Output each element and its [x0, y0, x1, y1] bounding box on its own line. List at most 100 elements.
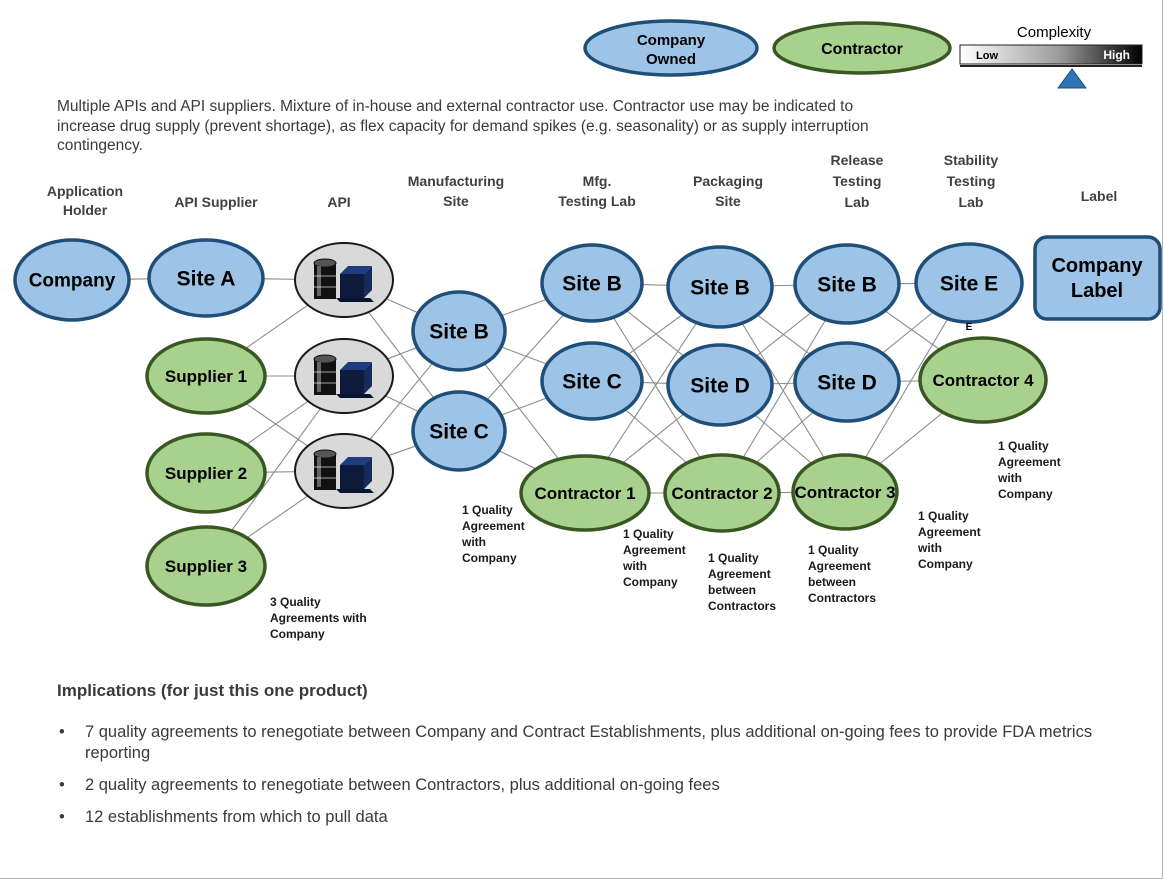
node-shape — [1033, 235, 1162, 321]
node-contractor-2: Contractor 2 — [663, 453, 781, 533]
quality-note: with — [917, 541, 942, 555]
node-api-1 — [294, 242, 394, 318]
drum-body — [314, 359, 336, 395]
box-top — [340, 266, 372, 274]
implication-item: •7 quality agreements to renegotiate bet… — [57, 722, 1117, 764]
quality-note: Agreement — [462, 519, 525, 533]
box-front — [340, 465, 364, 489]
column-header: Label — [1081, 188, 1118, 204]
quality-note: Agreement — [998, 455, 1061, 469]
node-label: Supplier 2 — [165, 464, 247, 483]
node-label: Site B — [562, 272, 622, 295]
node-label: Contractor 2 — [671, 484, 772, 503]
node-label: Supplier 1 — [165, 367, 247, 386]
node-label: Site D — [817, 371, 877, 394]
column-header: API Supplier — [174, 194, 258, 210]
node-company: Company — [13, 238, 131, 322]
quality-note: between — [808, 575, 856, 589]
node-shape — [13, 238, 131, 322]
node-contractor-3: Contractor 3 — [791, 453, 899, 531]
quality-note: Company — [270, 627, 325, 641]
column-header: Manufacturing — [408, 173, 504, 189]
node-rel-site-b: Site B — [793, 243, 901, 325]
column-header: Site — [443, 193, 469, 209]
implication-item: •2 quality agreements to renegotiate bet… — [57, 775, 1117, 796]
node-supplier-1: Supplier 1 — [145, 337, 267, 415]
column-header: Testing — [833, 173, 882, 189]
drum-and-box-icon — [313, 354, 374, 398]
node-supplier-2: Supplier 2 — [145, 432, 267, 514]
description-text: Multiple APIs and API suppliers. Mixture… — [57, 98, 869, 154]
box-base — [336, 298, 374, 302]
column-header: Lab — [845, 194, 870, 210]
column-header: Site — [715, 193, 741, 209]
column-header: Testing Lab — [558, 193, 636, 209]
quality-note: Contractors — [708, 599, 776, 613]
quality-note: between — [708, 583, 756, 597]
box-side — [364, 457, 372, 489]
quality-note: 1 Quality — [808, 543, 859, 557]
complexity-bar — [959, 44, 1143, 65]
node-shape — [145, 525, 267, 607]
drum-and-box-icon — [313, 258, 374, 302]
complexity-title: Complexity — [1017, 24, 1092, 41]
legend-contractor — [772, 21, 952, 75]
quality-note: Company — [462, 551, 517, 565]
node-label: Site B — [690, 276, 750, 299]
column-header: Application — [47, 183, 123, 199]
node-label: Site E — [940, 272, 998, 295]
node-site-a: Site A — [147, 238, 265, 318]
quality-note: 1 Quality — [918, 509, 969, 523]
bullet-dot: • — [59, 723, 65, 741]
node-shape — [411, 390, 507, 472]
node-mfg-site-b: Site B — [411, 290, 507, 372]
node-shape — [666, 343, 774, 427]
node-shape — [145, 432, 267, 514]
quality-note: Agreement — [623, 543, 686, 557]
quality-note: Agreement — [918, 525, 981, 539]
node-pkg-site-d: Site D — [666, 343, 774, 427]
drum-top — [313, 258, 337, 268]
implications-title: Implications (for just this one product) — [57, 681, 368, 700]
node-label: Contractor 1 — [534, 484, 635, 503]
quality-note: 3 Quality — [270, 595, 321, 609]
quality-note: 1 Quality — [462, 503, 513, 517]
node-shape — [147, 238, 265, 318]
box-side — [364, 266, 372, 298]
node-label: Site B — [817, 273, 877, 296]
quality-note: Contractors — [808, 591, 876, 605]
node-api-2 — [294, 338, 394, 414]
box-top — [340, 457, 372, 465]
quality-note: Agreement — [808, 559, 871, 573]
drum-body — [314, 454, 336, 490]
implications-list: •7 quality agreements to renegotiate bet… — [57, 722, 1117, 839]
drum-top — [313, 449, 337, 459]
node-label: Contractor 3 — [794, 483, 895, 502]
quality-note: Company — [918, 557, 973, 571]
complexity-low: Low — [976, 50, 998, 62]
node-contractor-1: Contractor 1 — [519, 454, 651, 532]
node-label: Company — [29, 271, 116, 292]
drum-highlight — [317, 362, 321, 392]
node-label: Supplier 3 — [165, 557, 247, 576]
nodes: Company Site A Supplier 1 Supplier 2 Supplie… — [13, 235, 1162, 607]
implication-item: •12 establishments from which to pull da… — [57, 807, 1117, 828]
box-base — [336, 394, 374, 398]
node-mfg-site-c: Site C — [411, 390, 507, 472]
quality-note: Agreement — [708, 567, 771, 581]
node-lab-site-c: Site C — [540, 341, 644, 421]
supply-chain-diagram: Company Site A Supplier 1 Supplier 2 Supplie… — [13, 19, 1162, 641]
stray-label: E — [966, 322, 973, 333]
quality-note: 1 Quality — [998, 439, 1049, 453]
node-label: Contractor 4 — [932, 371, 1034, 390]
column-header: Mfg. — [583, 173, 612, 189]
node-label: Company — [1051, 255, 1143, 277]
column-header: Testing — [947, 173, 996, 189]
node-shape — [918, 336, 1048, 424]
quality-note: with — [622, 559, 647, 573]
node-label: Site C — [562, 370, 622, 393]
node-label: Site D — [690, 374, 750, 397]
